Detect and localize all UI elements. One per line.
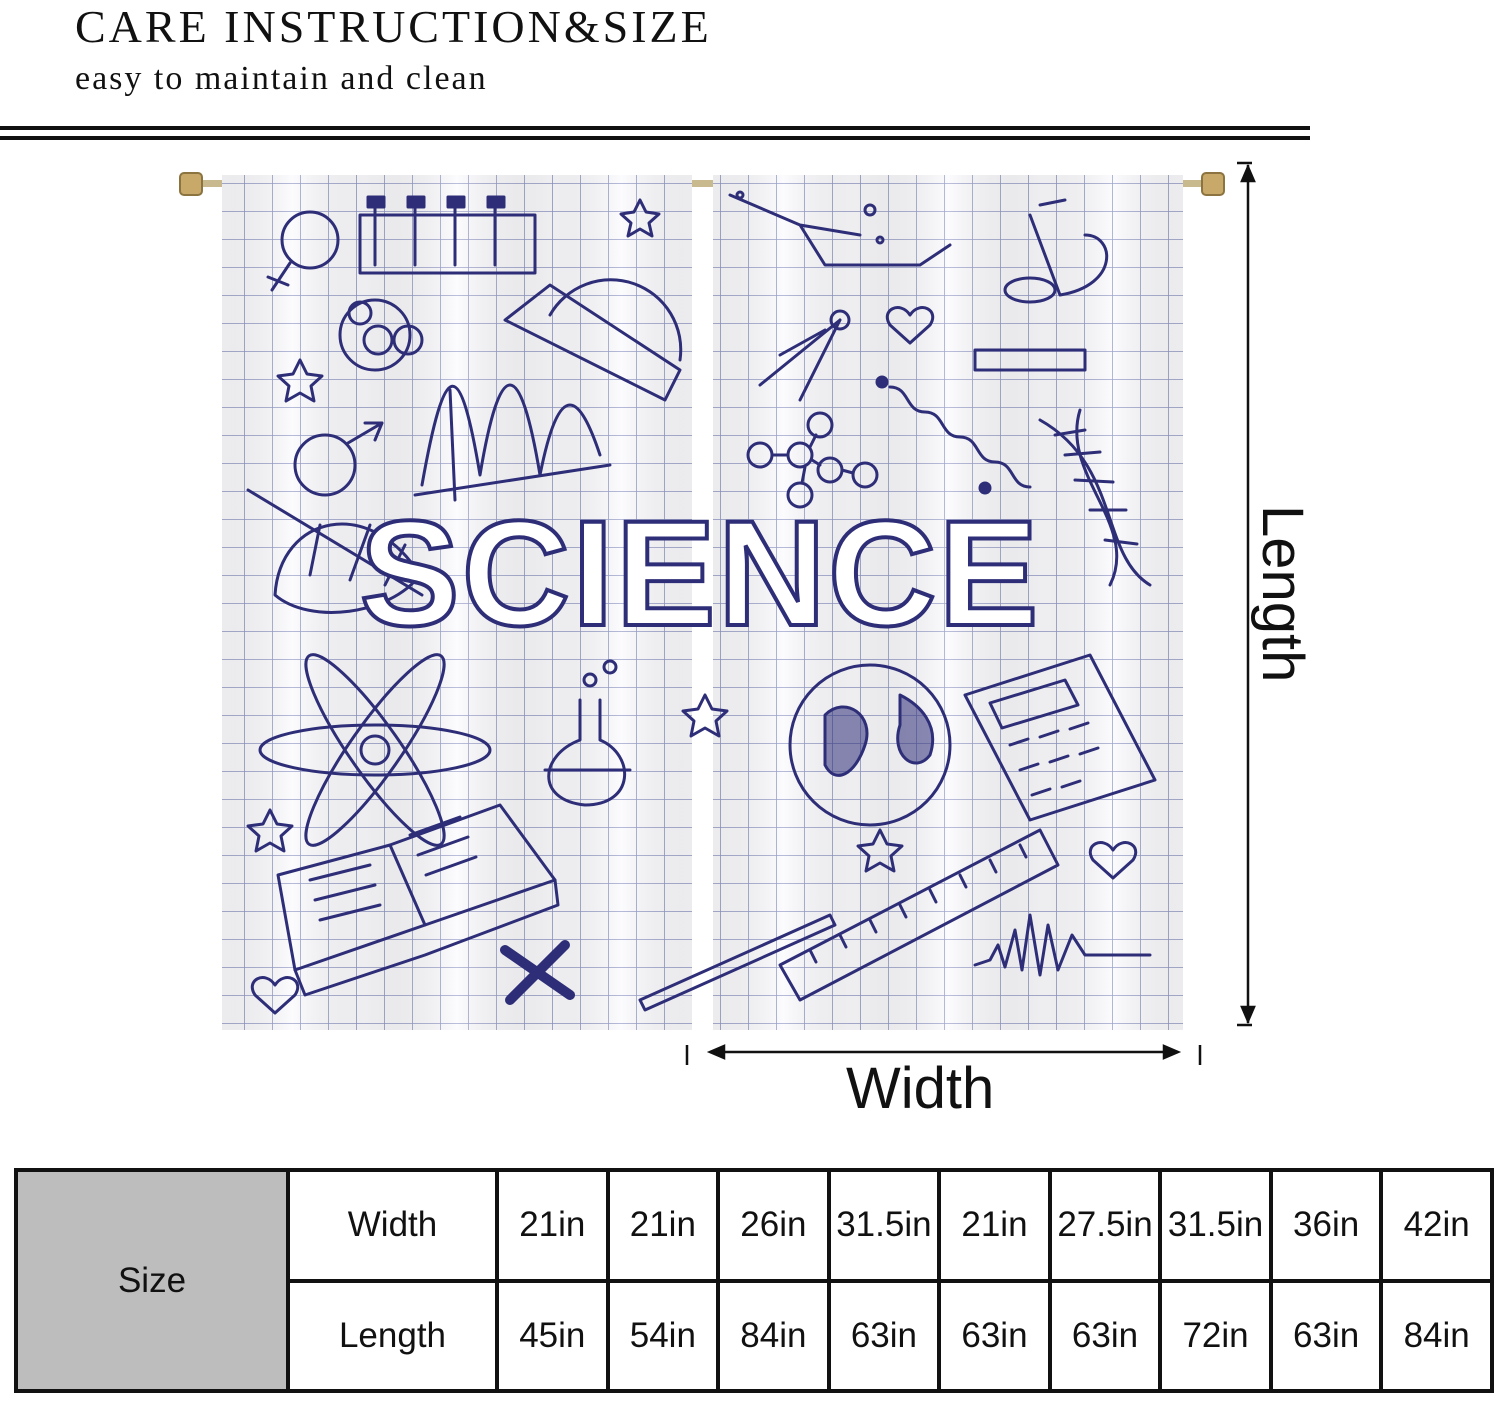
ruler-doodle — [778, 828, 1060, 1002]
star-doodle — [619, 198, 661, 238]
function-graph-doodle — [413, 383, 612, 502]
width-value: 31.5in — [826, 1168, 942, 1283]
globe-doodle — [788, 663, 952, 827]
length-value: 63in — [937, 1278, 1052, 1393]
length-value: 54in — [605, 1278, 721, 1393]
width-value: 21in — [937, 1168, 1052, 1283]
size-table-row-width: Size Width 21in 21in 26in 31.5in 21in 27… — [14, 1168, 1494, 1393]
curtain-print-text: SCIENCE — [360, 489, 1041, 657]
spring-doodle — [875, 375, 1032, 495]
flask-doodle — [543, 659, 632, 807]
width-dimension-arrow — [685, 1044, 1202, 1065]
length-value: 84in — [716, 1278, 831, 1393]
ions-doodle — [338, 298, 424, 372]
width-value: 36in — [1268, 1168, 1384, 1283]
width-value: 26in — [716, 1168, 831, 1283]
row-label-length: Length — [286, 1278, 499, 1393]
male-symbol-doodle — [293, 421, 384, 497]
microscope-doodle — [973, 198, 1109, 372]
atom-doodle — [258, 653, 492, 847]
protractor-doodle — [503, 278, 683, 402]
heart-doodle — [251, 976, 299, 1015]
width-value: 21in — [495, 1168, 610, 1283]
book-doodle — [276, 803, 560, 997]
molecule-doodle — [746, 411, 879, 509]
size-table-row-length: Length 45in 54in 84in 63in 63in 63in 72i… — [16, 1278, 1494, 1393]
pencil-doodle — [638, 913, 837, 1012]
divider-line-bottom — [0, 136, 1310, 140]
size-table: Size Width 21in 21in 26in 31.5in 21in 27… — [14, 1168, 1494, 1393]
width-value: 42in — [1379, 1168, 1494, 1283]
test-tubes-doodle — [358, 195, 537, 275]
cross-doodle — [500, 940, 575, 1005]
star-doodle — [681, 693, 729, 738]
female-symbol-doodle — [266, 210, 340, 292]
curtain-rod — [179, 172, 1225, 196]
length-dimension-label: Length — [1250, 505, 1315, 683]
width-value: 27.5in — [1047, 1168, 1163, 1283]
header-subtitle: easy to maintain and clean — [75, 60, 488, 97]
star-doodle — [856, 828, 904, 873]
row-label-width: Width — [286, 1168, 499, 1283]
width-value: 31.5in — [1158, 1168, 1273, 1283]
compass-doodle — [758, 309, 851, 402]
length-value: 63in — [826, 1278, 942, 1393]
constellation-doodle — [728, 190, 952, 267]
heart-doodle — [1089, 841, 1137, 880]
length-dimension-arrow — [1237, 161, 1256, 1027]
length-value: 72in — [1158, 1278, 1273, 1393]
star-doodle — [246, 808, 294, 853]
heart-doodle — [886, 306, 934, 345]
length-value: 45in — [495, 1278, 610, 1393]
size-table-header: Size — [14, 1168, 290, 1393]
length-value: 84in — [1379, 1278, 1494, 1393]
calculator-doodle — [963, 653, 1157, 822]
length-value: 63in — [1047, 1278, 1163, 1393]
leaf-doodle — [246, 488, 424, 614]
header-title: CARE INSTRUCTION&SIZE — [75, 1, 712, 52]
width-dimension-label: Width — [846, 1056, 995, 1121]
star-doodle — [276, 358, 324, 403]
curtain-panel-right — [713, 175, 1183, 1030]
width-value: 21in — [605, 1168, 721, 1283]
curtain-illustration: SCIENCE — [179, 161, 1256, 1065]
dna-doodle — [1038, 408, 1152, 587]
curtain-panel-left — [222, 175, 692, 1030]
divider-line-top — [0, 126, 1310, 130]
length-value: 63in — [1268, 1278, 1384, 1393]
heartbeat-doodle — [973, 913, 1152, 977]
